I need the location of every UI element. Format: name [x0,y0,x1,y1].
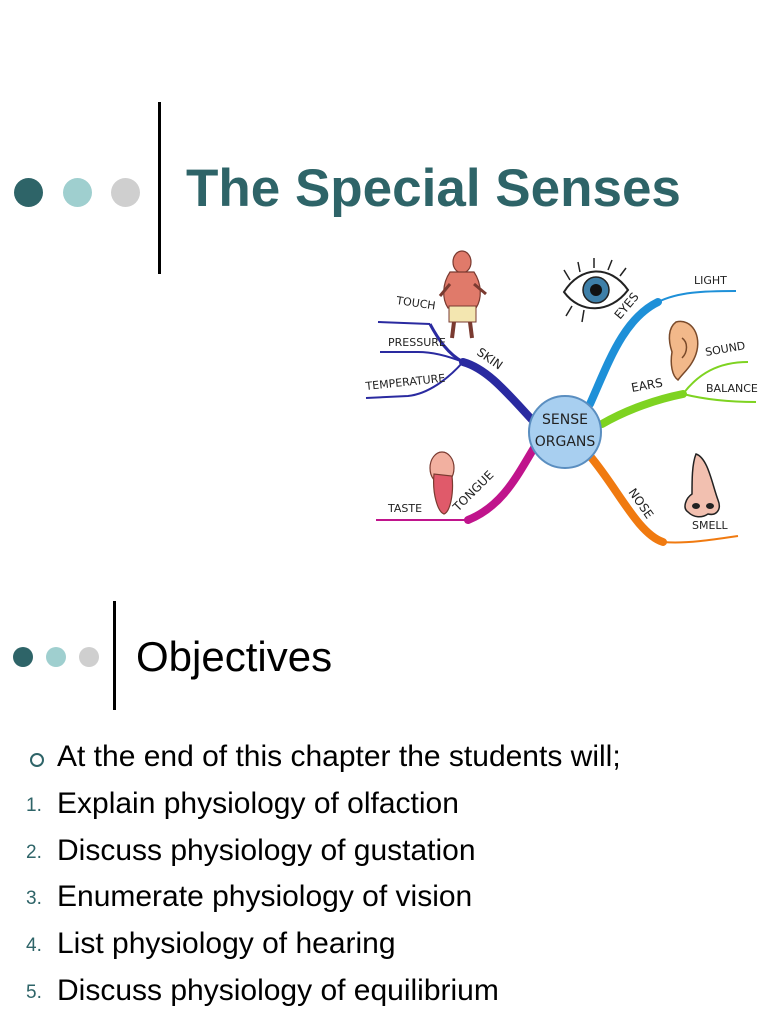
bullet-ring-icon [30,753,44,767]
accent-dot-grey [111,178,140,207]
list-item-text: At the end of this chapter the students … [57,740,621,773]
nose-branch-line [586,452,667,546]
balance-line [682,393,757,403]
ears-branch-line [598,390,687,428]
title-divider [113,601,116,710]
title-divider [158,102,161,274]
sense-organs-mind-map: SENSE ORGANS SKIN EYES EARS TONGUE NOSE … [364,250,758,546]
light-line [657,290,737,303]
tongue-illustration [429,451,455,515]
skin-branch-line [459,358,538,426]
smell-line [662,535,739,544]
leaf-label-light: LIGHT [694,274,727,287]
list-item-number: 5. [26,982,42,1003]
center-label-line1: SENSE [542,412,588,428]
leaf-label-balance: BALANCE [706,382,758,395]
eye-illustration [562,258,630,323]
list-item-number: 2. [26,842,42,863]
list-item-text: Discuss physiology of gustation [57,834,476,867]
ear-illustration [668,320,699,382]
list-item-number: 4. [26,935,42,956]
sound-line [682,361,749,395]
center-node [528,395,602,469]
nose-illustration [684,453,720,518]
accent-dot-light [46,647,66,667]
pressure-line [380,351,464,363]
leaf-label-smell: SMELL [692,519,729,532]
leaf-label-temperature: TEMPERATURE [364,372,446,393]
eyes-branch-line [586,298,662,408]
list-item-text: List physiology of hearing [57,927,396,960]
accent-dot-dark [13,647,33,667]
leaf-label-sound: SOUND [704,339,746,359]
center-label-line2: ORGANS [535,434,596,450]
leaf-label-taste: TASTE [387,502,422,515]
leaf-label-pressure: PRESSURE [388,336,446,349]
list-item-text: Enumerate physiology of vision [57,880,473,913]
accent-dot-light [63,178,92,207]
accent-dot-dark [14,178,43,207]
list-item-text: Discuss physiology of equilibrium [57,974,499,1007]
list-item-text: Explain physiology of olfaction [57,787,459,820]
skin-person-illustration [438,250,487,339]
temperature-line [365,361,464,399]
list-item-number: 1. [26,795,42,816]
objectives-title: Objectives [136,633,333,680]
tongue-branch-line [464,444,538,524]
slide-title: The Special Senses [186,159,681,218]
list-item-number: 3. [26,888,42,909]
branch-label-ears: EARS [630,376,664,395]
accent-dot-grey [79,647,99,667]
leaf-label-touch: TOUCH [395,294,437,312]
